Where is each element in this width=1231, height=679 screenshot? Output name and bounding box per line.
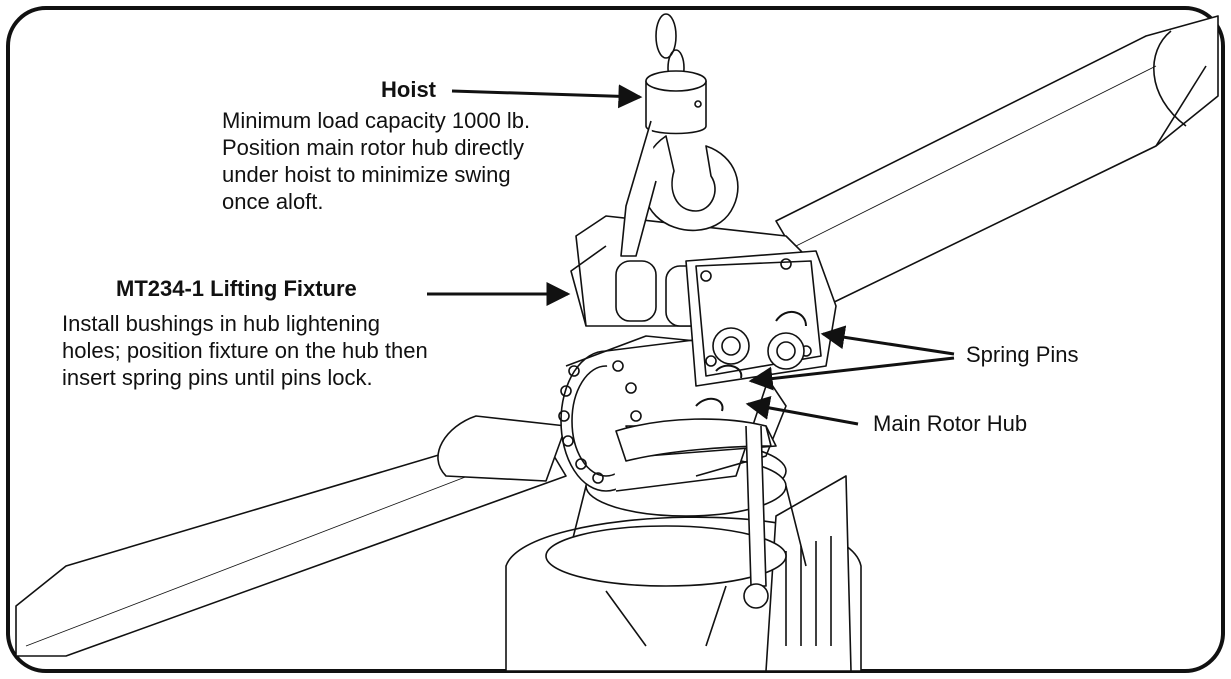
hoist-line: once aloft. [222, 189, 324, 214]
hoist-arrow [451, 84, 643, 109]
spring-pin-arrow-upper [820, 325, 955, 356]
fixture-line: Install bushings in hub lightening [62, 311, 381, 336]
hoist-description: Minimum load capacity 1000 lb. Position … [222, 107, 530, 215]
illustration-frame [6, 6, 1225, 673]
hoist-title: Hoist [381, 77, 436, 102]
left-rotor-blade [15, 415, 567, 657]
pitch-link [615, 418, 772, 609]
spring-pins [695, 311, 807, 412]
hoist-line: Minimum load capacity 1000 lb. [222, 108, 531, 133]
main-rotor-hub-arrow [745, 396, 859, 426]
hoist-line: Position main rotor hub directly [222, 135, 525, 160]
fixture-line: holes; position fixture on the hub then [62, 338, 428, 363]
rotor-assembly-drawing [15, 13, 1219, 672]
spring-pins-label: Spring Pins [966, 342, 1079, 367]
fixture-line: insert spring pins until pins lock. [62, 365, 373, 390]
fixture-description: Install bushings in hub lightening holes… [62, 310, 428, 391]
hoist-line: under hoist to minimize swing [222, 162, 511, 187]
spring-pin-arrow-lower [748, 356, 955, 391]
hoist-hook [620, 13, 739, 257]
leader-lines [427, 84, 955, 426]
main-rotor-hub-label: Main Rotor Hub [873, 411, 1028, 436]
fixture-title: MT234-1 Lifting Fixture [116, 276, 357, 301]
